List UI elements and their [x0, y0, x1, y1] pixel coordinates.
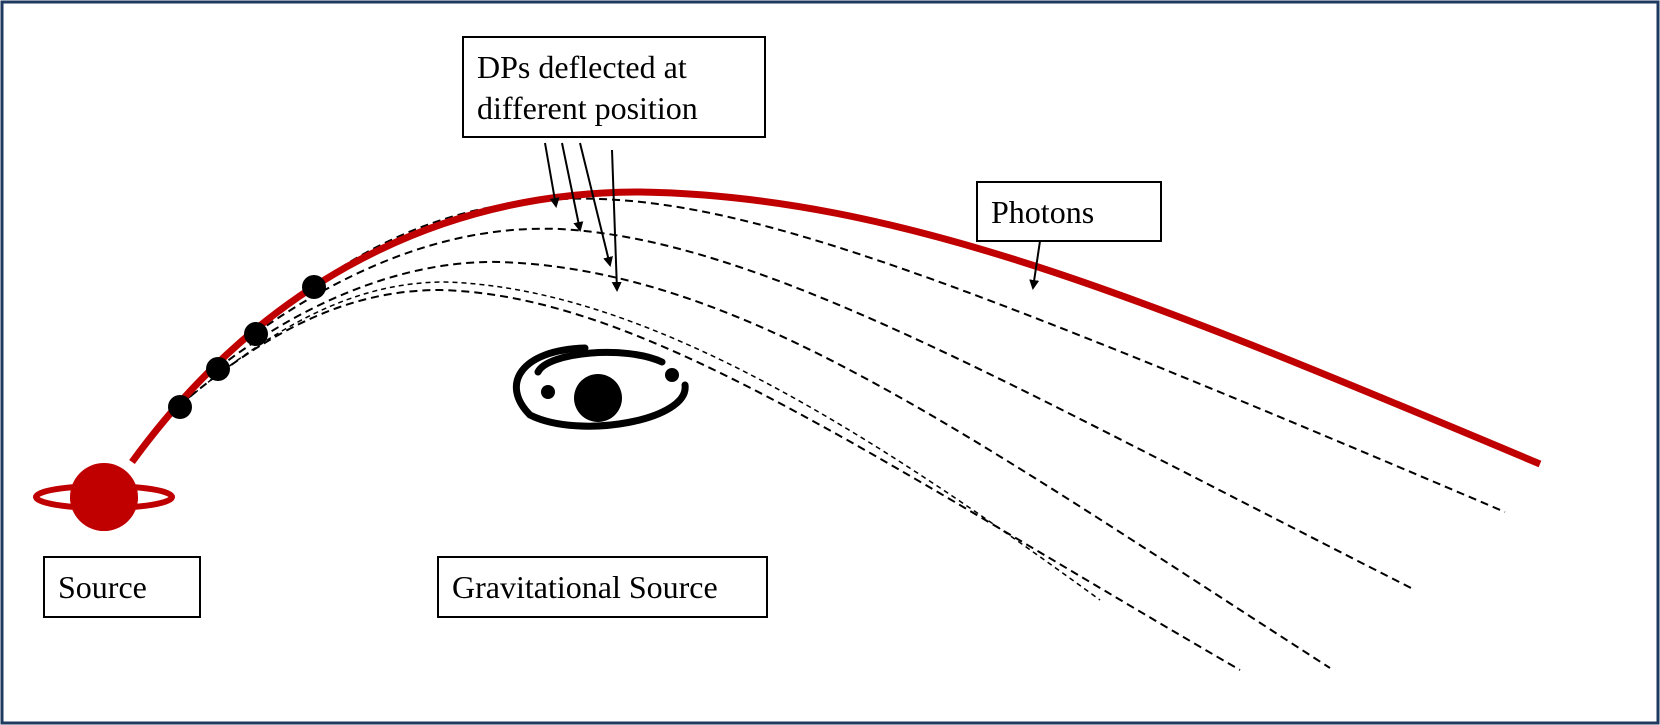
dps-label-line-2: different position: [477, 90, 698, 126]
dps-arrow: [561, 142, 584, 232]
dps-arrow: [544, 142, 560, 208]
dps-arrow: [579, 142, 613, 267]
photons-label-text: Photons: [991, 194, 1094, 230]
dp-path-3: [217, 260, 1331, 669]
dp-path-2: [255, 227, 1416, 591]
dp-particle: [244, 322, 268, 346]
source-label-text: Source: [58, 569, 147, 605]
ringed-planet-icon: [33, 463, 175, 531]
dps-arrow: [611, 149, 622, 292]
dp-particles: [168, 275, 326, 419]
dp-path-1: [317, 197, 1506, 513]
dps-label-line-1: DPs deflected at: [477, 49, 687, 85]
galaxy-icon: [512, 344, 689, 430]
dp-particle: [302, 275, 326, 299]
dps-pointer-arrows: [544, 142, 622, 292]
dps-deflected-label: DPs deflected at different position: [462, 36, 766, 138]
dp-path-4: [179, 288, 1241, 671]
dp-particle: [168, 395, 192, 419]
dp-paths: [179, 197, 1506, 671]
source-label: Source: [43, 556, 201, 618]
photon-path: [129, 188, 1542, 468]
dp-particle: [206, 357, 230, 381]
photons-label: Photons: [976, 181, 1162, 242]
gravitational-source-label: Gravitational Source: [437, 556, 768, 618]
gravitational-source-label-text: Gravitational Source: [452, 569, 718, 605]
dp-path-5: [179, 281, 1101, 601]
photons-arrow: [1029, 240, 1041, 290]
